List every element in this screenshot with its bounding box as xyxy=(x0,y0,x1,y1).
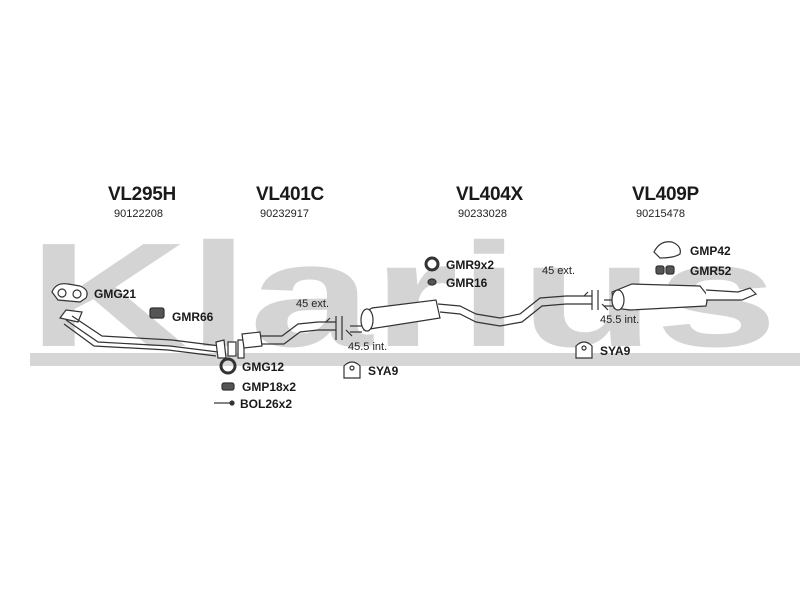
section-code-vl295h: VL295H xyxy=(108,184,176,205)
gmp18x2-rubber-icon xyxy=(221,382,235,391)
section-code-vl401c: VL401C xyxy=(256,184,324,205)
annotation-ext-left: 45 ext. xyxy=(296,298,330,310)
annotation-ext-right: 45 ext. xyxy=(542,265,576,277)
section-code-vl409p: VL409P xyxy=(632,184,699,205)
part-label-gmg12: GMG12 xyxy=(242,360,285,374)
part-label-gmp18x2: GMP18x2 xyxy=(242,380,297,394)
part-label-gmr9x2: GMR9x2 xyxy=(446,258,495,272)
annotation-int-right: 45.5 int. xyxy=(600,314,640,326)
sya9-left-icon xyxy=(343,361,361,379)
part-label-gmr16: GMR16 xyxy=(446,276,488,290)
section-code-vl404x: VL404X xyxy=(456,184,523,205)
part-label-gmr66: GMR66 xyxy=(172,310,214,324)
rear-silencer-icon xyxy=(604,283,758,311)
bol26x2-bolt-icon xyxy=(214,400,235,406)
clamp-icon xyxy=(227,339,245,359)
part-label-gmr52: GMR52 xyxy=(690,264,732,278)
centre-silencer-icon xyxy=(350,290,609,333)
section-number-vl409p: 90215478 xyxy=(636,208,685,220)
intermediate-pipe-icon xyxy=(241,316,353,349)
part-label-sya9-left: SYA9 xyxy=(368,364,399,378)
section-number-vl401c: 90232917 xyxy=(260,208,309,220)
gmr9x2-ring-icon xyxy=(424,256,440,272)
gmr66-rubber-icon xyxy=(149,307,165,319)
annotation-int-left: 45.5 int. xyxy=(348,341,388,353)
gmr16-rubber-icon xyxy=(427,278,437,286)
section-number-vl295h: 90122208 xyxy=(114,208,163,220)
gmg21-gasket-icon xyxy=(51,283,88,303)
gmp42-gasket-icon xyxy=(653,241,681,259)
gmr52-rubber-icon xyxy=(655,265,675,275)
part-label-gmg21: GMG21 xyxy=(94,287,137,301)
part-label-bol26x2: BOL26x2 xyxy=(240,397,293,411)
part-label-gmp42: GMP42 xyxy=(690,244,731,258)
gmg12-ring-icon xyxy=(219,357,237,375)
front-pipe-icon xyxy=(58,309,227,359)
part-label-sya9-right: SYA9 xyxy=(600,344,631,358)
sya9-right-icon xyxy=(575,341,593,359)
section-number-vl404x: 90233028 xyxy=(458,208,507,220)
